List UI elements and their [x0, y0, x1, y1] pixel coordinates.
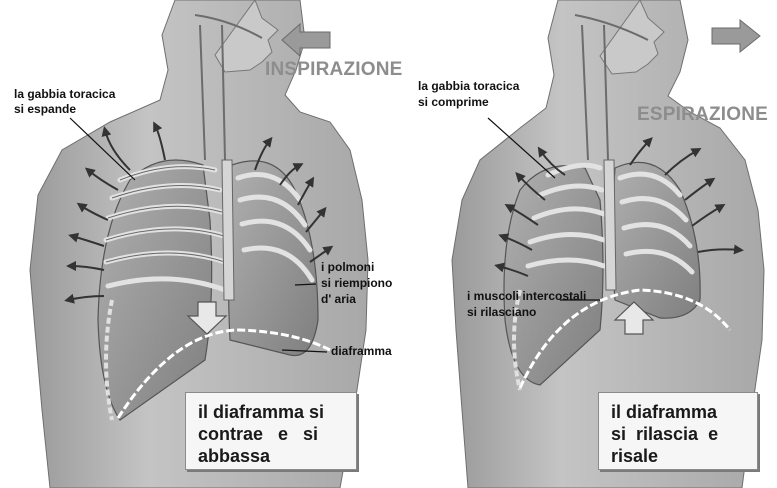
expiration-caption: il diaframma si rilascia e risale	[598, 392, 758, 470]
expiration-caption-line3: risale	[611, 445, 757, 467]
intercostal-muscles-label-line1: i muscoli intercostali	[467, 289, 586, 303]
ribcage-expands-label-line2: si espande	[14, 102, 76, 116]
inspiration-caption-line2: contrae e si	[198, 423, 356, 445]
ribcage-compresses-label-line1: la gabbia toracica	[418, 79, 519, 93]
lungs-fill-label-line2: si riempiono	[321, 276, 392, 290]
right-sternum	[604, 160, 616, 290]
expiration-title: ESPIRAZIONE	[637, 104, 768, 126]
inspiration-caption-line1: il diaframma si	[198, 401, 356, 423]
inspiration-caption-line3: abbassa	[198, 445, 356, 467]
expiration-caption-line2: si rilascia e	[611, 423, 757, 445]
intercostal-muscles-label-line2: si rilasciano	[467, 305, 536, 319]
expiration-caption-line1: il diaframma	[611, 401, 757, 423]
right-exhale-arrow	[712, 20, 760, 52]
ribcage-expands-label-line1: la gabbia toracica	[14, 87, 115, 101]
lungs-fill-label-line3: d' aria	[321, 292, 356, 306]
diaphragm-label: diaframma	[331, 344, 392, 358]
lungs-fill-label-line1: i polmoni	[321, 260, 374, 274]
ribcage-compresses-label-line2: si comprime	[418, 95, 489, 109]
left-sternum	[222, 160, 234, 300]
inspiration-title: INSPIRAZIONE	[265, 59, 403, 81]
inspiration-caption: il diaframma si contrae e si abbassa	[185, 392, 357, 470]
